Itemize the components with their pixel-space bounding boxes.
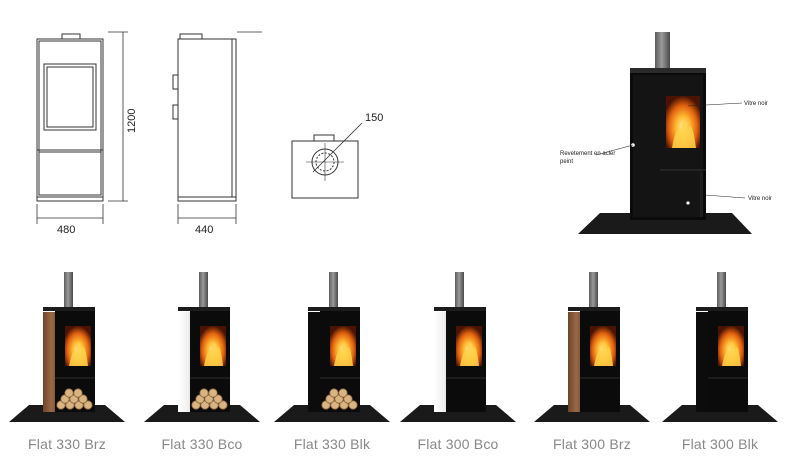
floor-plate [662, 405, 778, 422]
top-plate [568, 307, 620, 311]
log [208, 388, 218, 398]
log [199, 388, 209, 398]
log [73, 388, 83, 398]
side-panel [568, 312, 582, 412]
flue-diameter-label: 150 [365, 112, 383, 124]
flame [334, 342, 353, 366]
log [348, 400, 358, 410]
flame [69, 342, 88, 366]
flue-pipe [64, 272, 73, 312]
model-caption-2: Flat 330 Bco [161, 436, 243, 452]
model-caption-1: Flat 330 Brz [28, 436, 106, 452]
flame [460, 342, 479, 366]
log-store [191, 388, 228, 410]
model-caption-6: Flat 300 Blk [681, 436, 759, 452]
height-label: 1200 [126, 109, 138, 133]
width-dimension [36, 204, 104, 224]
top-plate [43, 307, 95, 311]
stove-model-5 [534, 272, 650, 422]
height-dimension [108, 31, 128, 202]
log-store [56, 388, 93, 410]
width-label: 480 [57, 224, 75, 236]
flue-pipe [455, 272, 464, 312]
log [329, 388, 339, 398]
front-view-drawing [36, 33, 104, 202]
model-lineup [9, 272, 778, 422]
model-caption-4: Flat 300 Bco [417, 436, 499, 452]
stove-model-4 [400, 272, 516, 422]
callout-cladding-line1: Revetement en acier [560, 151, 615, 157]
log [218, 400, 228, 410]
side-panel [696, 312, 710, 412]
callout-glass-top: Vitre noir [744, 101, 768, 107]
flue-pipe [199, 272, 208, 312]
stove-model-6 [662, 272, 778, 422]
side-panel [434, 312, 448, 412]
callout-glass-bottom: Vitre noir [748, 196, 772, 202]
flue-pipe [717, 272, 726, 312]
stove-model-1 [9, 272, 125, 422]
floor-plate [144, 405, 260, 422]
render-callout-lines [595, 102, 746, 199]
log-store [321, 388, 358, 410]
flame [722, 342, 741, 366]
side-panel [43, 312, 57, 412]
top-plate [434, 307, 486, 311]
model-caption-5: Flat 300 Brz [553, 436, 631, 452]
log [343, 394, 353, 404]
top-plate [696, 307, 748, 311]
log [213, 394, 223, 404]
floor-plate [400, 405, 516, 422]
top-plate [178, 307, 230, 311]
depth-label: 440 [195, 224, 213, 236]
log [338, 388, 348, 398]
log [83, 400, 93, 410]
side-view-drawing [172, 33, 237, 202]
stove-render-large [578, 32, 752, 234]
model-caption-3: Flat 330 Blk [293, 436, 371, 452]
stove-model-2 [144, 272, 260, 422]
log [78, 394, 88, 404]
flame [594, 342, 613, 366]
floor-plate [9, 405, 125, 422]
depth-dimension [177, 31, 262, 224]
side-panel [178, 312, 192, 412]
flue-pipe [589, 272, 598, 312]
callout-cladding-line2: peint [560, 159, 573, 165]
top-plate [308, 307, 360, 311]
side-panel [308, 312, 322, 412]
flue-pipe [329, 272, 338, 312]
flame [204, 342, 223, 366]
floor-plate [274, 405, 390, 422]
stove-model-3 [274, 272, 390, 422]
log [64, 388, 74, 398]
floor-plate [534, 405, 650, 422]
top-view-drawing [291, 122, 363, 199]
